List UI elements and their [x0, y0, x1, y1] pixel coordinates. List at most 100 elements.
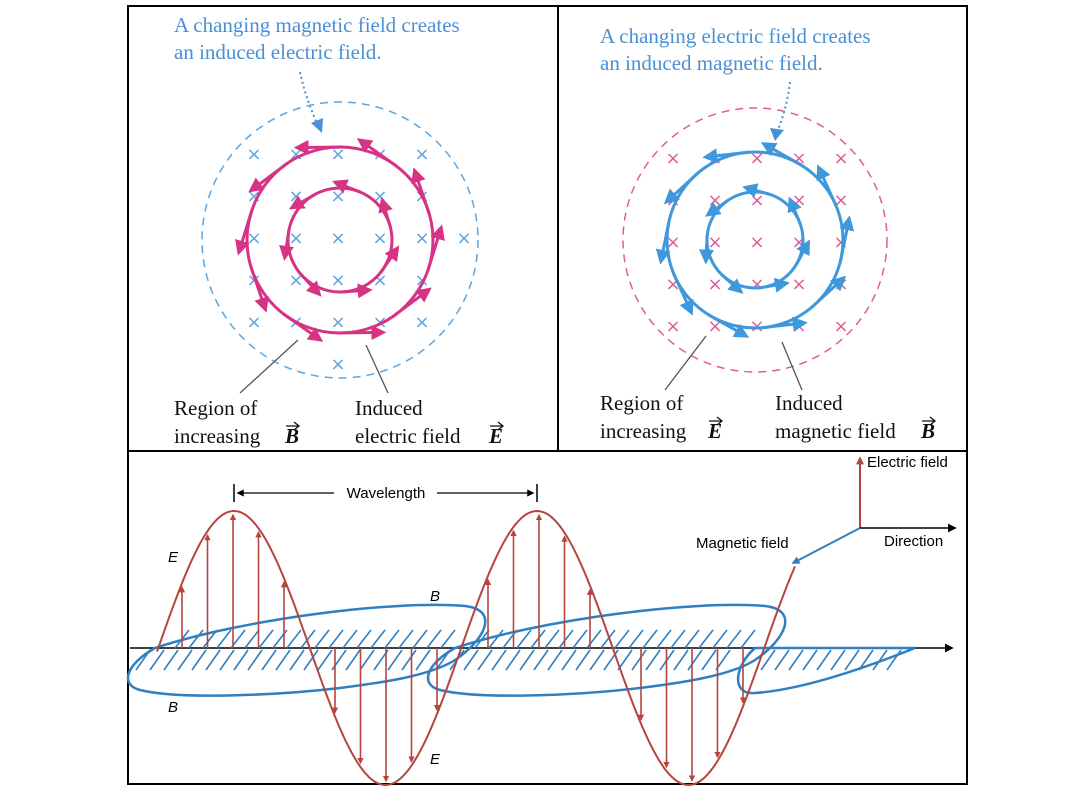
induced-label-line-1: Induced [355, 396, 423, 420]
induced-label-line-2: magnetic field [775, 419, 896, 443]
field-arrow [391, 287, 432, 319]
magnetic-hatch [505, 649, 521, 671]
cross-marker: × [330, 270, 345, 291]
magnetic-field-arrows [655, 142, 855, 338]
field-arrow [378, 197, 393, 228]
magnetic-hatch [216, 629, 232, 649]
vector-arrow-b [922, 416, 937, 426]
panel-induced-electric: A changing magnetic field creates an ind… [174, 13, 505, 448]
cross-marker: × [791, 148, 806, 169]
cross-marker: × [749, 232, 764, 253]
field-arrow [380, 245, 400, 273]
magnetic-hatch [387, 649, 403, 671]
magnetic-hatch [502, 629, 518, 649]
field-arrow [760, 277, 790, 293]
electric-field-label: Electric field [867, 454, 948, 471]
cross-marker: × [246, 144, 261, 165]
field-arrow [337, 325, 387, 341]
induced-label-symbol: E [488, 424, 503, 448]
field-arrow [698, 235, 714, 265]
region-label-line-1: Region of [600, 391, 683, 415]
magnetic-hatch [356, 629, 372, 649]
cross-marker: × [246, 312, 261, 333]
cross-marker: × [330, 312, 345, 333]
field-arrow [760, 316, 808, 332]
magnetic-hatch [275, 649, 291, 671]
magnetic-lobe [426, 603, 787, 697]
magnetic-hatch [586, 629, 602, 649]
magnetic-hatch [712, 629, 728, 649]
magnetic-hatch [247, 649, 263, 671]
magnetic-lobe [736, 646, 916, 695]
magnetic-hatch [575, 649, 591, 671]
magnetic-hatch [191, 649, 207, 671]
magnetic-hatch [303, 649, 319, 671]
cross-marker: × [414, 228, 429, 249]
magnetic-hatch [760, 649, 776, 671]
field-arrow [655, 218, 672, 265]
magnetic-hatch [802, 649, 818, 671]
magnetic-hatch [530, 629, 546, 649]
field-arrow [794, 239, 811, 266]
cross-marker: × [833, 316, 848, 337]
field-arrow [298, 272, 322, 297]
cross-marker: × [372, 228, 387, 249]
magnetic-hatch [491, 649, 507, 671]
panel-em-wave: Wavelength E E B B Electric field Direct… [126, 454, 957, 787]
b-label-upper: B [430, 588, 440, 605]
caption-line-1: A changing electric field creates [600, 24, 871, 48]
caption-pointer [299, 71, 319, 127]
magnetic-hatch [286, 629, 302, 649]
magnetic-hatch [740, 629, 756, 649]
direction-label: Direction [884, 533, 943, 550]
magnetic-hatch [289, 649, 305, 671]
field-arrow [816, 164, 839, 208]
induced-leader [365, 344, 389, 394]
field-arrow [671, 272, 694, 316]
cross-marker: × [372, 186, 387, 207]
magnetic-hatch [205, 649, 221, 671]
magnetic-hatch [314, 629, 330, 649]
magnetic-hatch [589, 649, 605, 671]
magnetic-hatch [163, 649, 179, 671]
electric-field-vectors [178, 513, 747, 783]
caption-line-2: an induced electric field. [174, 40, 382, 64]
magnetic-hatch [440, 629, 456, 649]
magnetic-hatch [698, 629, 714, 649]
field-arrow [341, 283, 373, 299]
magnetic-hatch [656, 629, 672, 649]
magnetic-hatch [872, 649, 888, 671]
magnetic-hatch [401, 649, 417, 671]
magnetic-hatch [561, 649, 577, 671]
cross-marker: × [330, 144, 345, 165]
magnetic-hatch [628, 629, 644, 649]
magnetic-hatch [519, 649, 535, 671]
cross-marker: × [707, 232, 722, 253]
cross-marker: × [749, 274, 764, 295]
magnetic-hatch [415, 649, 431, 671]
cross-marker: × [288, 228, 303, 249]
field-arrow [293, 139, 343, 155]
induced-label-line-1: Induced [775, 391, 843, 415]
cross-marker: × [665, 148, 680, 169]
magnetic-hatch [359, 649, 375, 671]
magnetic-hatch [233, 649, 249, 671]
magnetic-hatch [726, 629, 742, 649]
vector-arrow-e [709, 416, 724, 426]
caption-pointer [776, 81, 791, 133]
field-arrow [720, 273, 744, 294]
field-arrow [705, 198, 730, 217]
cross-marker: × [414, 312, 429, 333]
induced-label-symbol: B [920, 419, 935, 443]
e-label-lower: E [430, 751, 441, 768]
magnetic-hatch [558, 629, 574, 649]
wavelength-label: Wavelength [347, 485, 426, 502]
magnetic-hatch [684, 629, 700, 649]
magnetic-hatch [670, 629, 686, 649]
magnetic-hatch [149, 649, 165, 671]
magnetic-hatch [384, 629, 400, 649]
field-arrow [411, 167, 431, 215]
field-arrow [707, 313, 750, 338]
magnetic-hatch [788, 649, 804, 671]
